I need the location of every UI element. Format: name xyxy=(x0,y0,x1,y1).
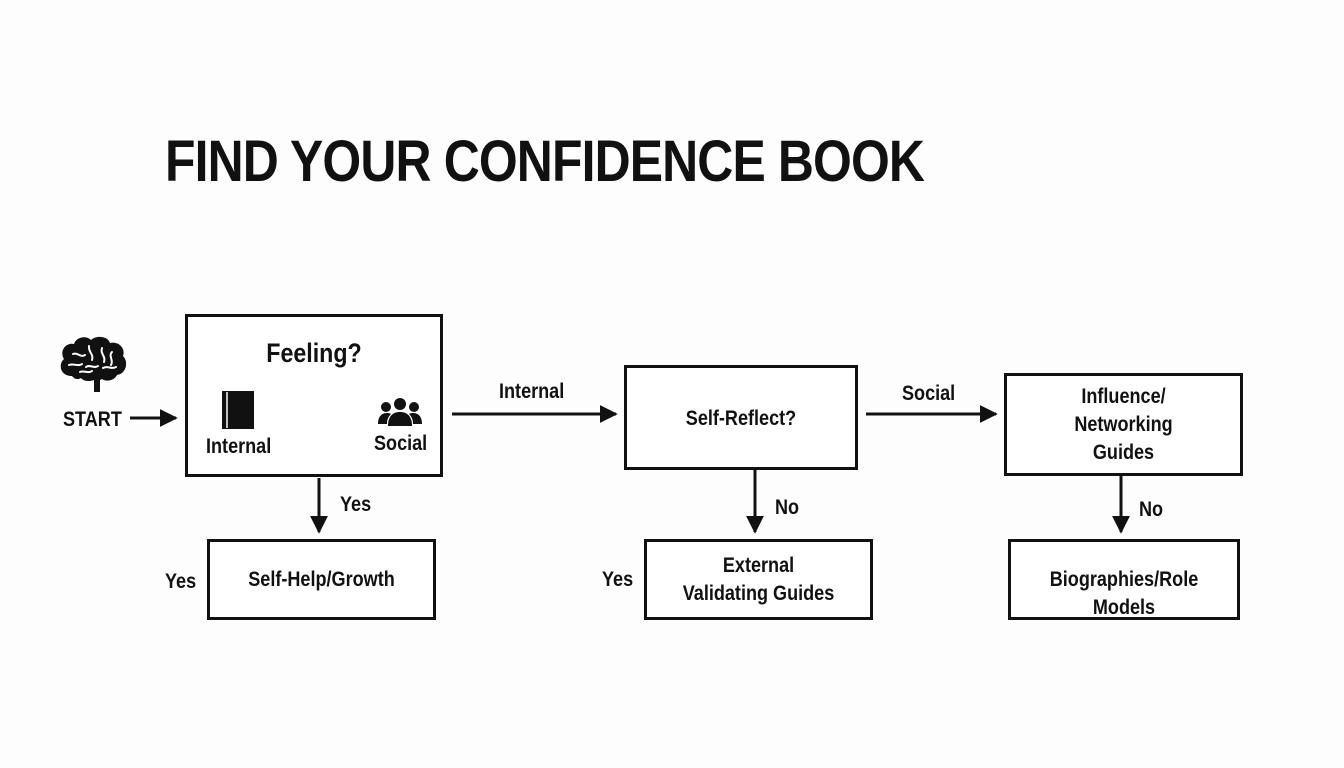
external-line2: Validating Guides xyxy=(682,582,835,605)
feeling-internal-label: Internal xyxy=(206,435,272,458)
edge-external-yes-label: Yes xyxy=(602,568,634,591)
influence-box: Influence/ Networking Guides xyxy=(1004,373,1243,476)
influence-line3: Guides xyxy=(1092,441,1155,464)
feeling-title: Feeling? xyxy=(266,338,362,368)
book-icon xyxy=(222,391,254,429)
self-reflect-label: Self-Reflect? xyxy=(685,407,797,430)
influence-line1: Influence/ xyxy=(1081,385,1166,408)
start-label: START xyxy=(63,408,122,431)
brain-icon xyxy=(60,336,127,392)
external-line1: External xyxy=(722,554,795,577)
edge-internal-label: Internal xyxy=(499,380,565,403)
external-box: External Validating Guides xyxy=(644,539,873,620)
feeling-box: Feeling? Internal Social xyxy=(185,314,443,477)
self-help-box: Self-Help/Growth xyxy=(207,539,436,620)
feeling-social-label: Social xyxy=(374,432,428,455)
edge-reflect-no-label: No xyxy=(775,496,800,519)
influence-line2: Networking xyxy=(1074,413,1173,436)
edge-influence-no-label: No xyxy=(1139,498,1164,521)
self-reflect-box: Self-Reflect? xyxy=(624,365,858,470)
biographies-box: Biographies/Role Models xyxy=(1008,539,1240,620)
self-help-label: Self-Help/Growth xyxy=(248,568,395,591)
biographies-label: Biographies/Role Models xyxy=(1049,568,1199,619)
edge-social-label: Social xyxy=(902,382,956,405)
edge-feeling-yes-label: Yes xyxy=(340,493,372,516)
people-icon xyxy=(378,398,422,426)
edge-self-help-yes-label: Yes xyxy=(165,570,197,593)
page-title: FIND YOUR CONFIDENCE BOOK xyxy=(165,129,925,194)
